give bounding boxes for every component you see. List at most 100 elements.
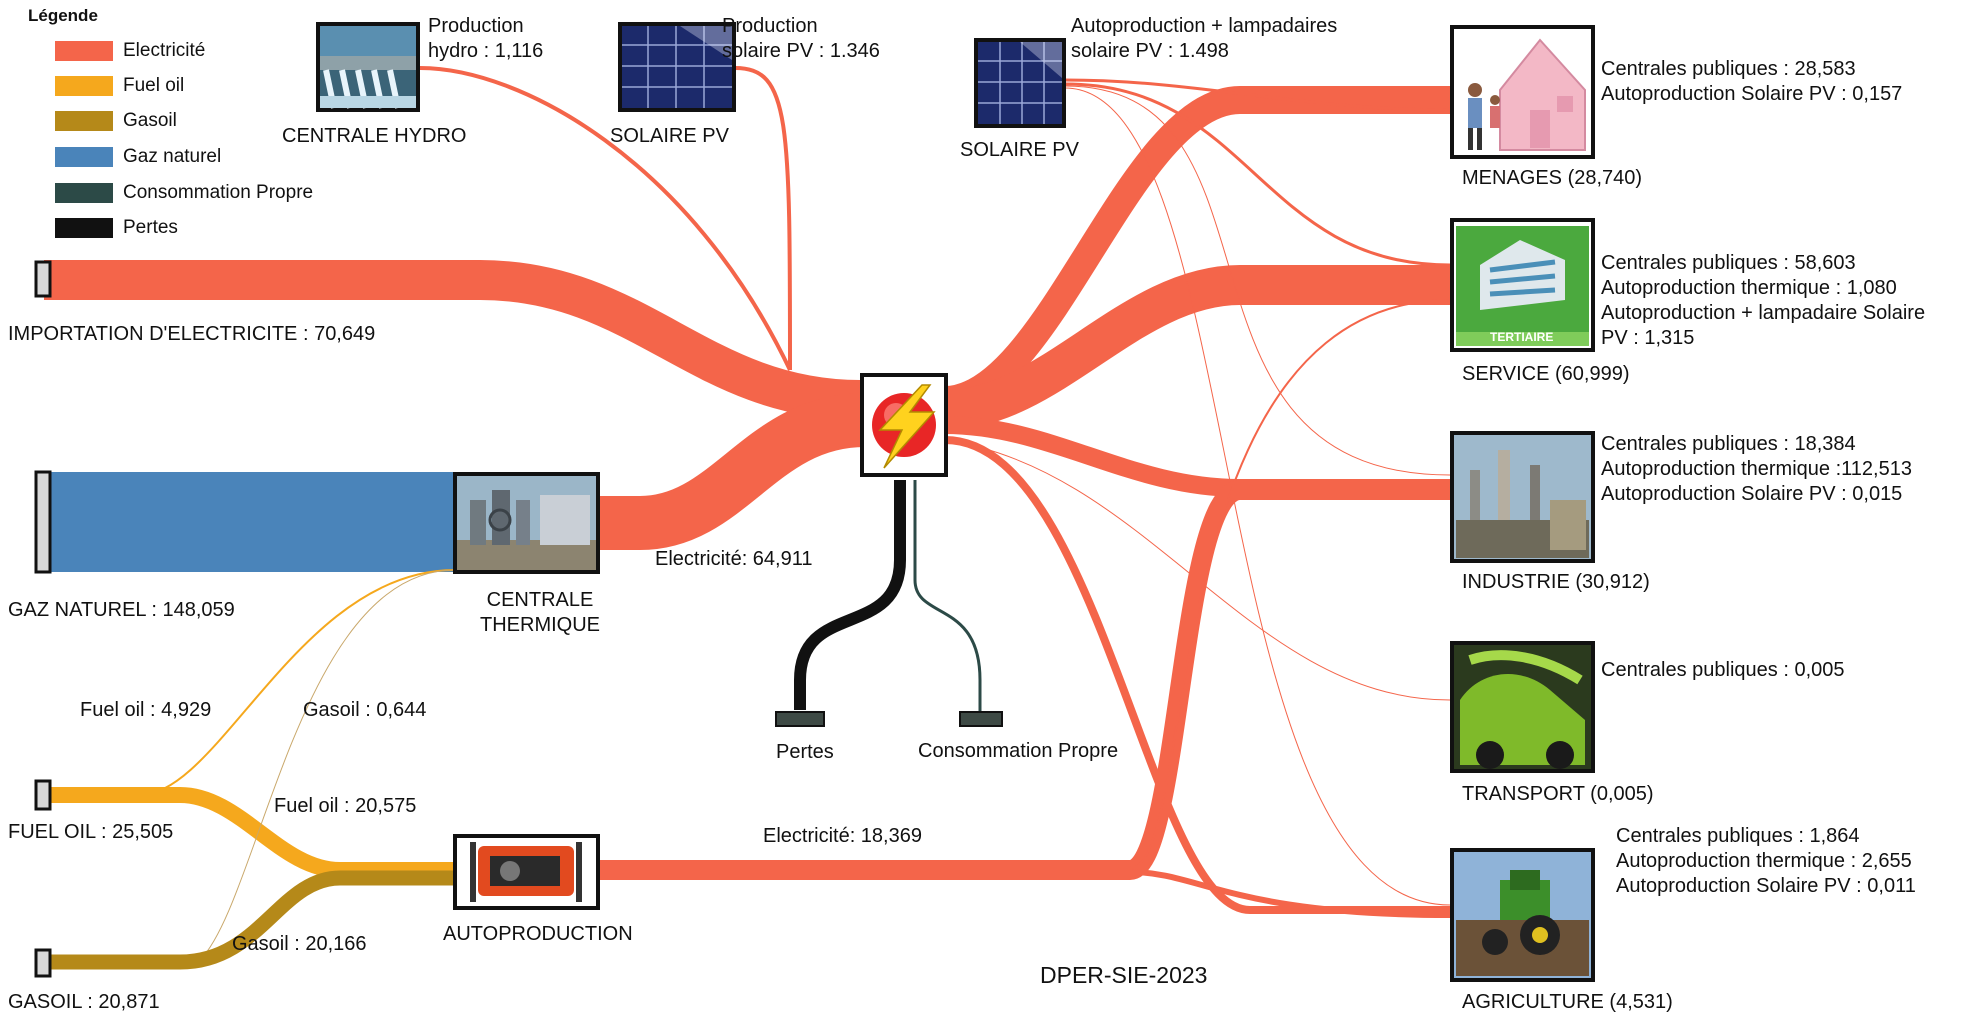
solar-panel-icon [618, 22, 736, 112]
detail-line: Autoproduction Solaire PV : 0,011 [1616, 875, 1916, 897]
legend-swatch [55, 218, 113, 238]
pv1-title: SOLAIRE PV [610, 125, 729, 147]
scooter-icon [1450, 641, 1595, 773]
flow-thermal-electricity [598, 393, 867, 550]
flow-pv2-service [1064, 82, 1451, 267]
sector-details-service: Centrales publiques : 58,603 Autoproduct… [1601, 251, 1925, 351]
hydro-production-line1: Production [428, 15, 524, 37]
legend-swatch [55, 147, 113, 167]
sector-name-menages: MENAGES (28,740) [1462, 167, 1643, 189]
factory-icon [1450, 431, 1595, 563]
elec-auto-label: Electricité: 18,369 [763, 825, 922, 847]
flow-pv2-industrie [1064, 85, 1451, 476]
fuel-auto-label: Fuel oil : 20,575 [274, 795, 417, 817]
flow-conso-propre [913, 480, 982, 712]
import-terminal [34, 260, 52, 298]
sector-details-agriculture: Centrales publiques : 1,864 Autoproducti… [1616, 824, 1916, 899]
flow-fuel-auto [44, 787, 455, 878]
legend-label: Fuel oil [123, 75, 185, 96]
tractor-icon [1450, 848, 1595, 982]
detail-line: Centrales publiques : 58,603 [1601, 252, 1856, 274]
legend-swatch [55, 41, 113, 61]
flow-hydro [419, 66, 792, 371]
sector-details-menages: Centrales publiques : 28,583 Autoproduct… [1601, 57, 1902, 107]
electricity-hub-node [860, 373, 948, 477]
footer-credit: DPER-SIE-2023 [1040, 962, 1208, 988]
flow-gasoil-thermal [199, 569, 456, 961]
fuel-terminal [34, 779, 52, 811]
flow-import-electricity [44, 260, 861, 420]
gas-label: GAZ NATUREL : 148,059 [8, 599, 235, 621]
detail-line: Centrales publiques : 0,005 [1601, 659, 1845, 681]
flow-fuel-thermal [139, 569, 456, 796]
flow-pv2-menages [1064, 78, 1451, 112]
thermal-title-line2: THERMIQUE [480, 614, 600, 636]
legend-item-fuel-oil: Fuel oil [55, 75, 184, 97]
detail-line: Centrales publiques : 1,864 [1616, 825, 1860, 847]
gasoil-label: GASOIL : 20,871 [8, 991, 160, 1013]
hydro-title: CENTRALE HYDRO [282, 125, 467, 147]
thermal-plant-icon [453, 472, 600, 574]
detail-line: Autoproduction Solaire PV : 0,015 [1601, 483, 1903, 505]
flow-autoproduction-agriculture [1129, 869, 1451, 918]
conso-propre-label: Consommation Propre [918, 740, 1119, 762]
gasoil-thermal-label: Gasoil : 0,644 [303, 699, 427, 721]
hydro-plant-icon [316, 22, 420, 112]
pv2-title: SOLAIRE PV [960, 139, 1079, 161]
legend-item-consommation-propre: Consommation Propre [55, 182, 313, 204]
hydro-production-line2: hydro : 1,116 [428, 40, 544, 62]
lightning-icon [878, 384, 936, 469]
legend-item-gasoil: Gasoil [55, 110, 177, 132]
pv1-production-line1: Production [722, 15, 818, 37]
legend-item-electricite: Electricité [55, 40, 205, 62]
legend-item-gaz-naturel: Gaz naturel [55, 146, 221, 168]
pertes-label: Pertes [776, 741, 834, 763]
flow-pertes [794, 480, 906, 710]
sector-details-transport: Centrales publiques : 0,005 [1601, 658, 1845, 683]
detail-line: Centrales publiques : 18,384 [1601, 433, 1856, 455]
flow-gasoil-auto [44, 870, 455, 970]
legend-label: Gasoil [123, 110, 177, 131]
flow-autoproduction-service [1129, 299, 1451, 869]
flow-hub-industrie [944, 416, 1450, 497]
legend-label: Pertes [123, 217, 178, 238]
legend-title: Légende [28, 6, 98, 25]
thermal-title-line1: CENTRALE [486, 589, 594, 611]
gasoil-terminal [34, 948, 52, 978]
pv2-production-line2: solaire PV : 1.498 [1071, 40, 1229, 62]
detail-line: Centrales publiques : 28,583 [1601, 58, 1856, 80]
fuel-thermal-label: Fuel oil : 4,929 [80, 699, 212, 721]
legend-label: Consommation Propre [123, 182, 314, 203]
flow-solar-pv [734, 66, 792, 371]
solar-panel-icon [974, 38, 1066, 128]
import-label: IMPORTATION D'ELECTRICITE : 70,649 [8, 323, 376, 345]
pertes-terminal [775, 711, 825, 727]
sector-name-transport: TRANSPORT (0,005) [1462, 783, 1654, 805]
pv1-production-line2: solaire PV : 1.346 [722, 40, 880, 62]
legend-swatch [55, 183, 113, 203]
pv2-production-line1: Autoproduction + lampadaires [1071, 15, 1338, 37]
flow-hub-service [944, 265, 1450, 430]
detail-line: PV : 1,315 [1601, 327, 1695, 349]
sector-name-service: SERVICE (60,999) [1462, 363, 1630, 385]
tertiaire-badge: TERTIAIRE [1490, 330, 1554, 344]
legend-swatch [55, 111, 113, 131]
detail-line: Autoproduction Solaire PV : 0,157 [1601, 83, 1903, 105]
flow-hub-agriculture [944, 436, 1450, 914]
sector-details-industrie: Centrales publiques : 18,384 Autoproduct… [1601, 432, 1912, 507]
sector-name-industrie: INDUSTRIE (30,912) [1462, 571, 1650, 593]
elec-thermal-label: Electricité: 64,911 [655, 548, 813, 570]
legend-swatch [55, 76, 113, 96]
conso-terminal [959, 711, 1003, 727]
legend-label: Gaz naturel [123, 146, 222, 167]
house-icon [1450, 25, 1595, 159]
gasoil-auto-label: Gasoil : 20,166 [232, 933, 367, 955]
detail-line: Autoproduction thermique : 2,655 [1616, 850, 1912, 872]
legend-item-pertes: Pertes [55, 217, 178, 239]
legend-label: Electricité [123, 40, 206, 61]
generator-icon [453, 834, 600, 910]
gas-terminal [34, 470, 52, 574]
sector-name-agriculture: AGRICULTURE (4,531) [1462, 991, 1673, 1013]
flow-gas-natural [50, 472, 455, 572]
